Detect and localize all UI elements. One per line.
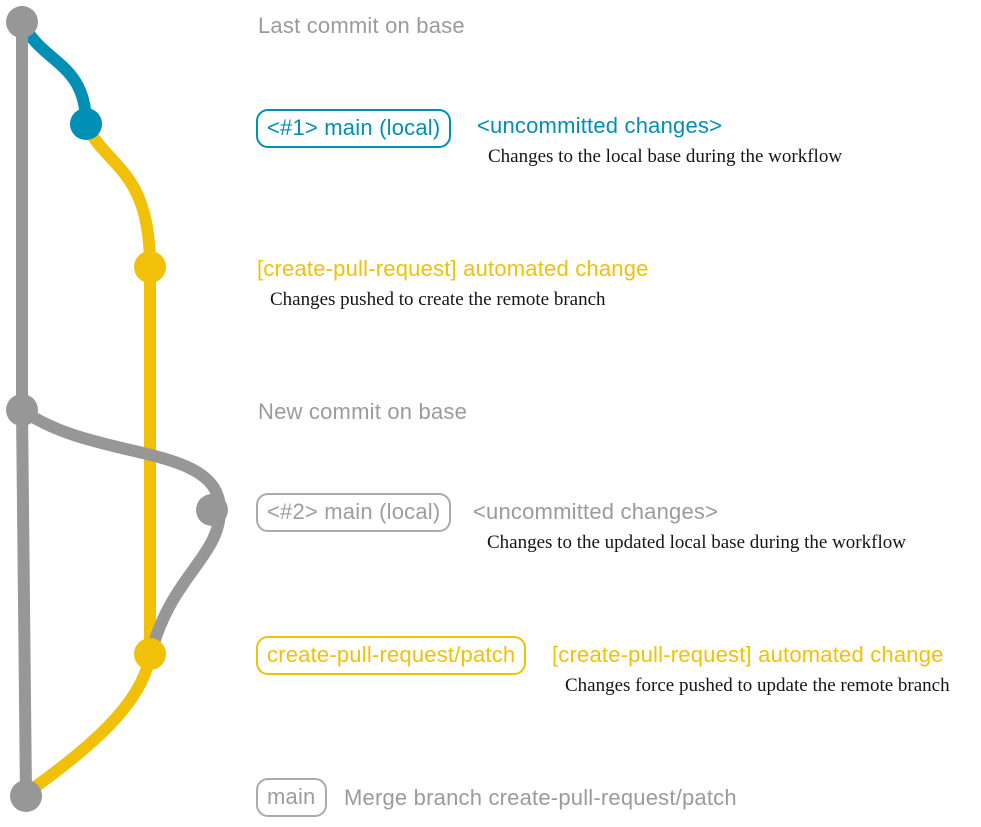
branch-label-main: main <box>256 778 327 817</box>
yellow-branch-line <box>80 118 156 660</box>
commit-message-merge: Merge branch create-pull-request/patch <box>344 785 737 810</box>
yellow-merge-line <box>22 648 156 798</box>
commit-message-uncommitted-1: <uncommitted changes> <box>477 113 723 138</box>
commit-node-automated-1 <box>134 251 166 283</box>
blue-branch-line <box>16 16 92 130</box>
commit-node-last-base <box>6 6 38 38</box>
branch-label-main-local-2: <#2> main (local) <box>256 493 452 532</box>
commit-note-automated-1: Changes pushed to create the remote bran… <box>270 289 606 310</box>
commit-node-automated-2 <box>134 638 166 670</box>
commit-message-uncommitted-2: <uncommitted changes> <box>473 499 719 524</box>
commit-message-automated-1: [create-pull-request] automated change <box>257 256 649 281</box>
last-commit-heading: Last commit on base <box>258 13 465 38</box>
branch-label-main-local-1: <#1> main (local) <box>256 109 452 148</box>
gray-update-branch-line <box>16 404 227 656</box>
commit-message-automated-2: [create-pull-request] automated change <box>552 642 944 667</box>
commit-note-uncommitted-2: Changes to the updated local base during… <box>487 532 906 553</box>
commit-node-local-1 <box>70 108 102 140</box>
commit-node-local-2 <box>196 494 228 526</box>
commit-note-automated-2: Changes force pushed to update the remot… <box>565 675 950 696</box>
commit-node-new-base <box>6 394 38 426</box>
new-commit-heading: New commit on base <box>258 399 468 424</box>
commit-node-merge <box>10 780 42 812</box>
commit-note-uncommitted-1: Changes to the local base during the wor… <box>488 146 843 167</box>
branch-label-create-pull-request-patch: create-pull-request/patch <box>256 636 527 675</box>
